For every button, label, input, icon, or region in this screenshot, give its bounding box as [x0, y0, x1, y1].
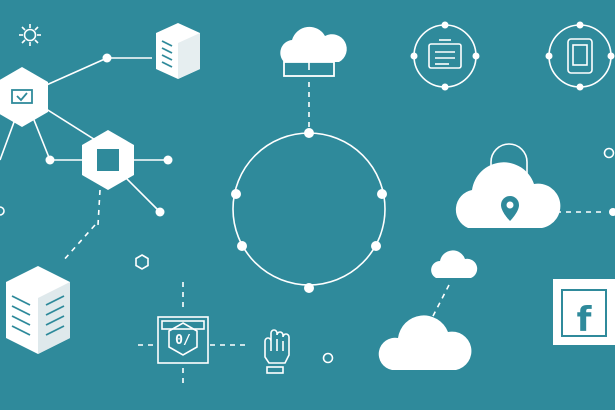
network-node [45, 155, 55, 165]
gear-icon [19, 24, 41, 46]
location-pin-icon [501, 196, 519, 221]
cloud-lock-icon [455, 143, 615, 228]
center-cloud-ring [231, 26, 387, 293]
code-glyph: 0/ [175, 333, 191, 348]
left-network-cluster [0, 23, 200, 354]
server-rack-icon [156, 23, 200, 79]
network-node [322, 352, 334, 364]
hexagon-marker-icon [135, 254, 149, 270]
database-server-icon [6, 266, 70, 354]
code-chip-icon: 0/ [138, 282, 250, 388]
hexagon-node-icon [82, 130, 134, 190]
network-node [155, 207, 165, 217]
tablet-device-icon [545, 21, 615, 91]
network-node [102, 53, 112, 63]
ring-network-icon [231, 128, 387, 293]
cloud-upload-icon [280, 26, 347, 77]
network-node [163, 155, 173, 165]
social-glyph: f [577, 300, 593, 340]
hand-icon [264, 329, 290, 374]
social-media-icon: f [553, 279, 615, 345]
small-cloud-icon [431, 250, 478, 278]
network-node [0, 206, 5, 216]
computer-monitor-icon [410, 21, 480, 91]
hexagon-device-icon [0, 67, 48, 127]
large-cloud-icon [378, 315, 472, 370]
